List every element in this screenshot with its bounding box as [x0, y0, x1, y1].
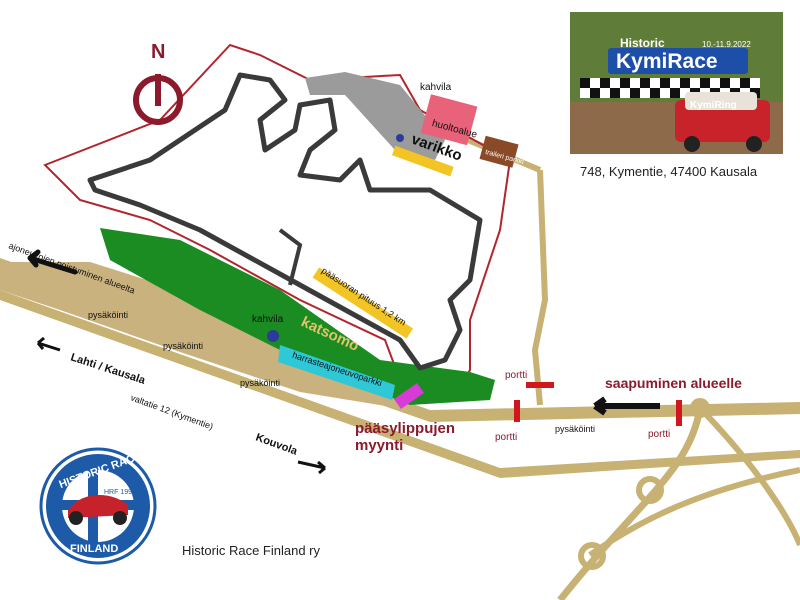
hrf-logo	[39, 447, 157, 565]
highway-lower-road	[0, 290, 800, 478]
ticket-sales-booth	[394, 383, 424, 409]
banner-venue-logo: KymiRing	[690, 100, 737, 111]
red-mini-car-icon	[675, 92, 770, 152]
spectator-area	[100, 228, 495, 405]
hobby-parking	[278, 345, 395, 400]
race-track	[87, 72, 483, 371]
service-area	[420, 94, 478, 146]
label-kouvola: Kouvola	[254, 432, 300, 458]
label-tickets-line2: myynti	[355, 437, 403, 454]
highway-road	[0, 258, 800, 422]
arrival-arrow-icon	[593, 396, 660, 416]
gate-2	[526, 382, 554, 388]
cafe-marker-lower	[267, 330, 279, 342]
track-straight	[278, 228, 303, 286]
logo-bottom-text: FINLAND	[70, 543, 118, 555]
label-pysakointi-3: pysäköinti	[240, 378, 280, 388]
label-kahvila-top: kahvila	[420, 82, 452, 93]
venue-address: 748, Kymentie, 47400 Kausala	[580, 164, 758, 179]
label-pysakointi-2: pysäköinti	[163, 341, 203, 351]
label-pysakointi-1: pysäköinti	[88, 310, 128, 320]
organizer-name: Historic Race Finland ry	[182, 543, 320, 558]
access-road	[531, 169, 549, 406]
exit-arrow-icon	[27, 249, 78, 275]
label-portti-3: portti	[648, 429, 670, 440]
trailer-parking	[479, 135, 519, 168]
label-lahti-kausala: Lahti / Kausala	[69, 351, 147, 387]
circuit-boundary	[43, 43, 512, 390]
banner-title-main: KymiRace	[616, 50, 718, 73]
banner-dates: 10.-11.9.2022	[702, 40, 751, 49]
label-kahvila-lower: kahvila	[252, 314, 284, 325]
label-arrival: saapuminen alueelle	[605, 375, 742, 391]
start-line-marker	[391, 145, 454, 177]
pit-lane	[305, 72, 445, 160]
roundabout-main	[690, 398, 710, 418]
label-tickets-line1: pääsylippujen	[355, 420, 455, 437]
cafe-marker-top	[396, 134, 404, 142]
logo-tag-text: HRF 1990	[104, 489, 136, 496]
label-pysakointi-4: pysäköinti	[555, 424, 595, 434]
roundabout-east	[636, 476, 664, 504]
gate-1	[514, 400, 520, 422]
label-portti-1: portti	[495, 432, 517, 443]
north-arrow-icon	[133, 74, 183, 125]
lahti-arrow-icon	[36, 336, 61, 352]
label-portti-2: portti	[505, 370, 527, 381]
banner-art: Historic 10.-11.9.2022 KymiRace KymiRing	[570, 12, 783, 154]
banner-title-small: Historic	[620, 36, 665, 50]
ramp-road-3	[588, 467, 800, 558]
straight-marker	[312, 267, 414, 339]
ramp-road-2	[697, 405, 800, 547]
kouvola-arrow-icon	[297, 460, 326, 475]
north-label: N	[151, 41, 165, 63]
event-banner: Historic 10.-11.9.2022 KymiRace KymiRing	[570, 12, 783, 154]
roundabout-south	[578, 542, 606, 570]
parking-area	[0, 262, 410, 410]
gate-3	[676, 400, 682, 426]
label-valtatie: valtatie 12 (Kymentie)	[129, 392, 214, 431]
